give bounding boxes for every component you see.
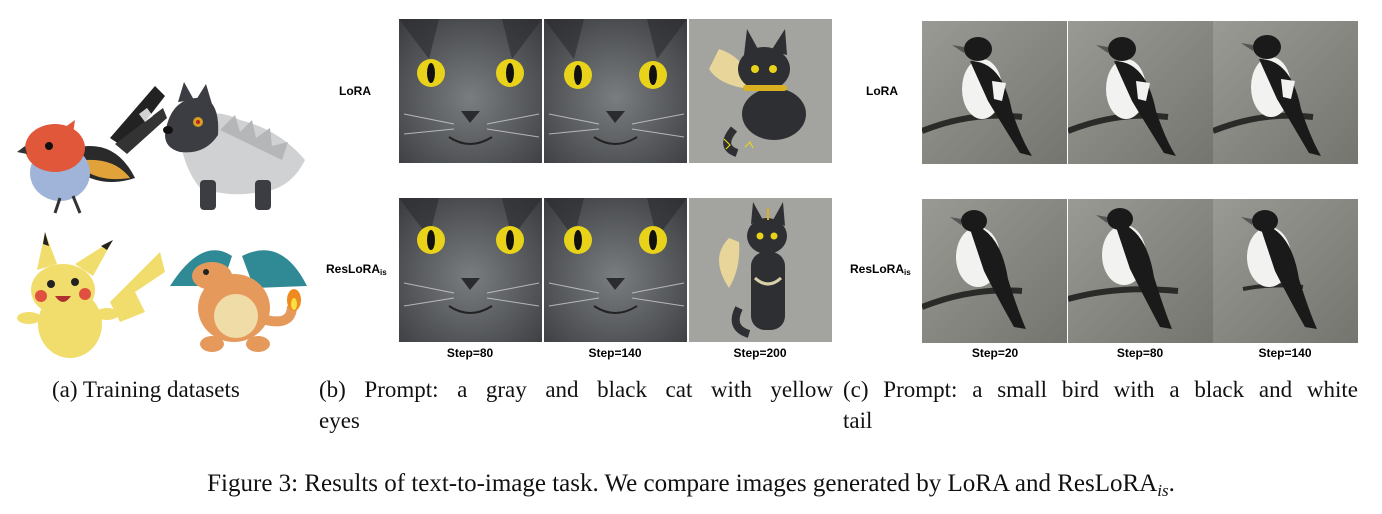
figure-caption-subscript: is — [1157, 481, 1169, 500]
bird-image-reslora-step2 — [1068, 199, 1213, 343]
bird-image-lora-step1 — [922, 21, 1067, 164]
panel-a-caption: (a) Training datasets — [52, 377, 240, 402]
training-dataset-image-charizard — [162, 236, 312, 356]
panel-b-caption-line1: (b) Prompt: a gray and black cat with ye… — [319, 377, 833, 402]
cat-image-reslora-step1 — [399, 198, 542, 342]
figure-caption-end: . — [1168, 470, 1175, 497]
panel-c-step-label-1: Step=20 — [971, 346, 1019, 360]
cat-image-lora-step3 — [689, 19, 832, 163]
training-dataset-image-pikachu — [15, 232, 165, 362]
cat-image-lora-step1 — [399, 19, 542, 163]
panel-c-row-label-reslora: ResLoRAis — [850, 262, 911, 277]
training-dataset-image-bird — [15, 78, 170, 218]
panel-c-step-label-3: Step=140 — [1258, 346, 1312, 360]
panel-b-step-label-2: Step=140 — [588, 346, 642, 360]
panel-b-step-label-3: Step=200 — [733, 346, 787, 360]
cat-image-reslora-step2 — [544, 198, 687, 342]
cat-image-lora-step2 — [544, 19, 687, 163]
panel-c-caption-line1: (c) Prompt: a small bird with a black an… — [843, 377, 1358, 402]
figure-caption: Figure 3: Results of text-to-image task.… — [0, 470, 1382, 501]
bird-image-reslora-step3 — [1213, 199, 1358, 343]
bird-image-lora-step3 — [1213, 21, 1358, 164]
panel-c-row-label-lora: LoRA — [866, 84, 898, 98]
cat-image-reslora-step3 — [689, 198, 832, 342]
figure-caption-text: Figure 3: Results of text-to-image task.… — [207, 470, 1158, 497]
bird-image-lora-step2 — [1068, 21, 1213, 164]
panel-b-caption-line2: eyes — [319, 408, 360, 433]
panel-c-step-label-2: Step=80 — [1116, 346, 1164, 360]
bird-image-reslora-step1 — [922, 199, 1067, 343]
panel-b-step-label-1: Step=80 — [446, 346, 494, 360]
panel-c-caption-line2: tail — [843, 408, 873, 433]
training-dataset-image-wolf — [160, 80, 310, 220]
panel-b-row-label-lora: LoRA — [339, 84, 371, 98]
panel-b-row-label-reslora: ResLoRAis — [326, 262, 387, 277]
